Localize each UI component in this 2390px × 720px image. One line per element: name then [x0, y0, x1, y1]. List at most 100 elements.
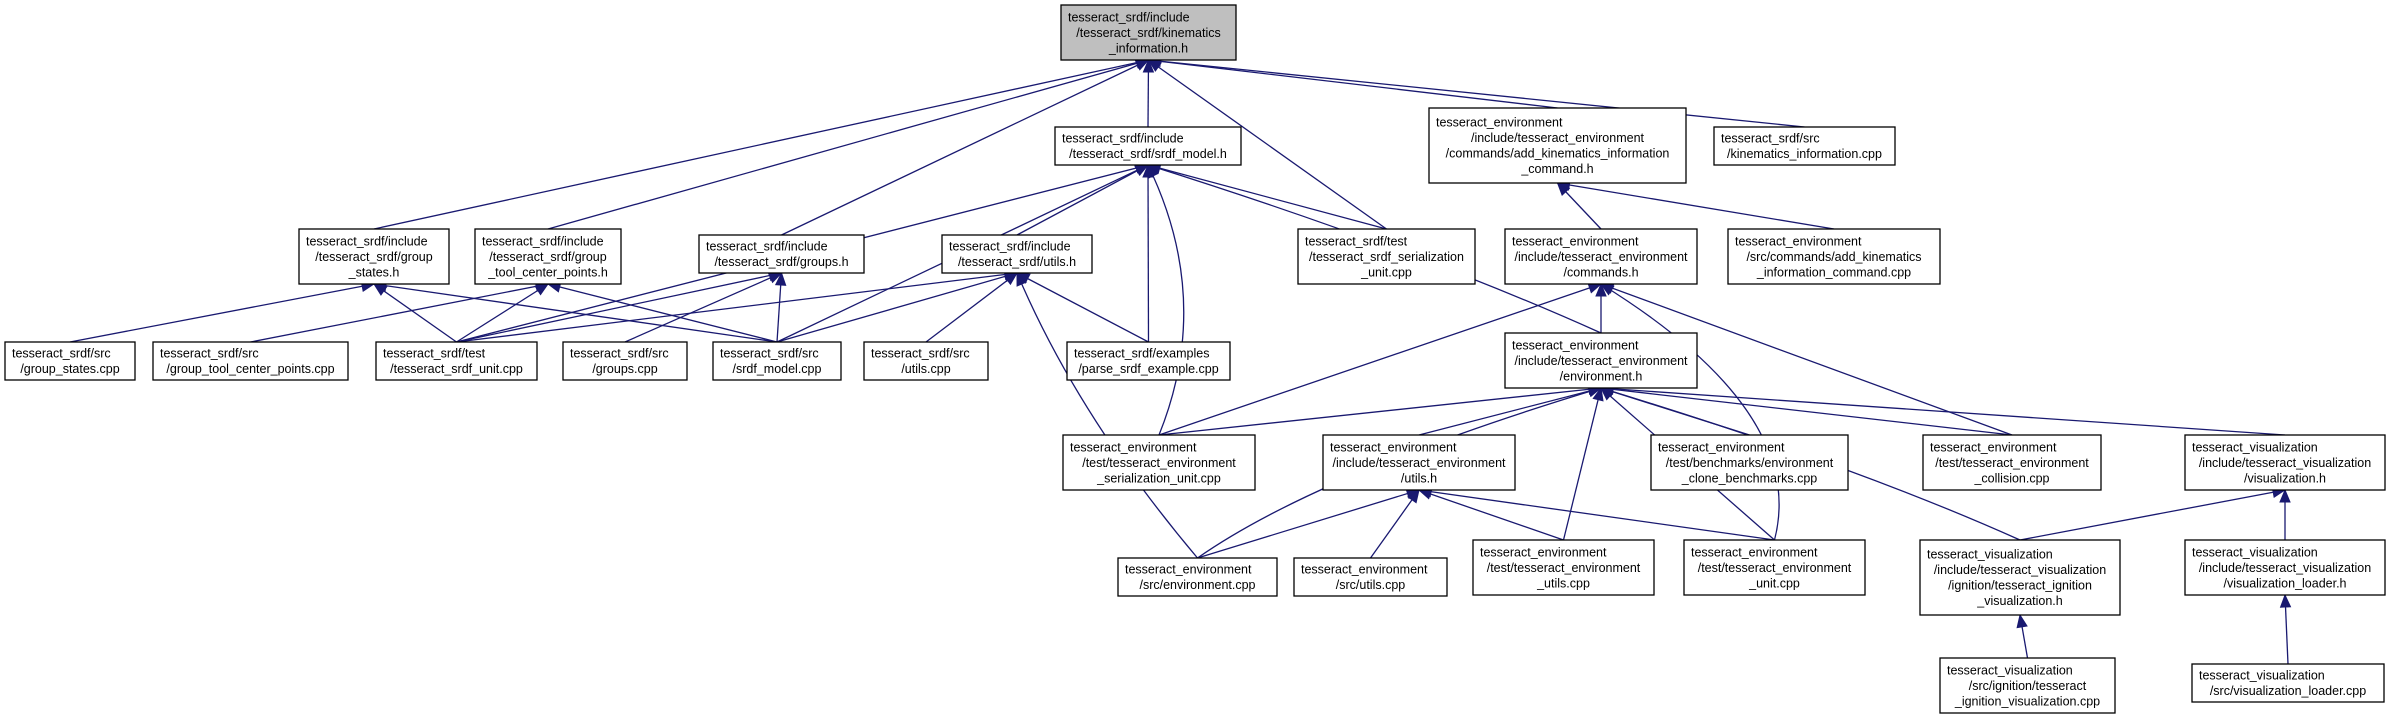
node-label-line: _serialization_unit.cpp: [1096, 471, 1221, 485]
node-label-line: tesseract_srdf/src: [570, 347, 669, 361]
node-group-states-cpp[interactable]: tesseract_srdf/src/group_states.cpp: [4, 341, 136, 381]
node-env-collision[interactable]: tesseract_environment/test/tesseract_env…: [1922, 434, 2102, 491]
node-label-line: _collision.cpp: [1973, 471, 2049, 485]
edge-utils_cpp-to-utils_h: [925, 272, 1019, 343]
node-box: [1117, 557, 1278, 597]
node-label-line: /utils.h: [1401, 471, 1437, 485]
node-clone-bench[interactable]: tesseract_environment/test/benchmarks/en…: [1650, 434, 1849, 491]
edge-line: [1016, 272, 1198, 559]
edge-srdf_unit-to-group_states_h: [372, 283, 457, 343]
node-box: [375, 341, 538, 381]
node-label-line: /tesseract_srdf/utils.h: [958, 255, 1076, 269]
node-box: [1472, 539, 1655, 596]
node-srdf-model-cpp[interactable]: tesseract_srdf/src/srdf_model.cpp: [712, 341, 842, 381]
edge-line: [1148, 59, 1558, 109]
edge-group_states_h-to-root: [373, 57, 1150, 230]
edge-env_serialization-to-environment_h: [1158, 383, 1603, 436]
node-label-line: /src/ignition/tesseract: [1969, 679, 2087, 693]
node-env-utils-h[interactable]: tesseract_environment/include/tesseract_…: [1322, 434, 1516, 491]
node-box: [1727, 228, 1941, 285]
node-box: [1922, 434, 2102, 491]
node-box: [941, 234, 1093, 274]
node-box: [698, 234, 865, 274]
node-ign-vis-h[interactable]: tesseract_visualization/include/tesserac…: [1919, 539, 2121, 616]
node-label-line: _information_command.cpp: [1756, 265, 1911, 279]
node-srdf-unit[interactable]: tesseract_srdf/test/tesseract_srdf_unit.…: [375, 341, 538, 381]
edge-commands_h-to-add_kin_cmd_h: [1556, 182, 1602, 230]
node-label-line: /parse_srdf_example.cpp: [1078, 362, 1218, 376]
node-groups-h[interactable]: tesseract_srdf/include/tesseract_srdf/gr…: [698, 234, 865, 274]
node-env-unit[interactable]: tesseract_environment/test/tesseract_env…: [1683, 539, 1866, 596]
edge-env_serialization-to-srdf_model_h: [1147, 163, 1185, 436]
node-label-line: _utils.cpp: [1536, 576, 1590, 590]
node-box: [863, 341, 989, 381]
node-label-line: _unit.cpp: [1748, 576, 1800, 590]
node-utils-h[interactable]: tesseract_srdf/include/tesseract_srdf/ut…: [941, 234, 1093, 274]
node-label-line: /include/tesseract_environment: [1514, 250, 1688, 264]
edge-line: [1147, 164, 1185, 436]
node-serialization-unit[interactable]: tesseract_srdf/test/tesseract_srdf_seria…: [1297, 228, 1476, 285]
node-label-line: /utils.cpp: [901, 362, 950, 376]
edge-line: [1418, 489, 1564, 541]
node-group-tcp-cpp[interactable]: tesseract_srdf/src/group_tool_center_poi…: [152, 341, 349, 381]
edge-line: [1557, 182, 1835, 230]
node-label-line: /tesseract_srdf/group: [489, 250, 606, 264]
node-ign-vis-cpp[interactable]: tesseract_visualization/src/ignition/tes…: [1939, 657, 2116, 714]
arrowhead-icon: [534, 283, 550, 296]
node-env-serialization[interactable]: tesseract_environment/test/tesseract_env…: [1062, 434, 1256, 491]
node-commands-h[interactable]: tesseract_environment/include/tesseract_…: [1504, 228, 1698, 285]
edge-add_kin_cmd_cpp-to-add_kin_cmd_h: [1556, 179, 1835, 230]
node-add-kin-cmd-h[interactable]: tesseract_environment/include/tesseract_…: [1428, 107, 1687, 184]
node-visualization-h[interactable]: tesseract_visualization/include/tesserac…: [2184, 434, 2386, 491]
edge-ign_vis_h-to-visualization_h: [2019, 486, 2287, 541]
node-root: tesseract_srdf/include/tesseract_srdf/ki…: [1060, 4, 1237, 61]
arrowhead-icon: [1016, 271, 1028, 287]
node-add-kin-cmd-cpp[interactable]: tesseract_environment/src/commands/add_k…: [1727, 228, 1941, 285]
node-label-line: _command.h: [1520, 162, 1593, 176]
node-environment-cpp[interactable]: tesseract_environment/src/environment.cp…: [1117, 557, 1278, 597]
node-vis-loader-cpp[interactable]: tesseract_visualization/src/visualizatio…: [2191, 663, 2385, 703]
node-label-line: tesseract_srdf/src: [12, 347, 111, 361]
node-utils-cpp[interactable]: tesseract_srdf/src/utils.cpp: [863, 341, 989, 381]
node-label-line: /src/environment.cpp: [1139, 578, 1255, 592]
edge-add_kin_cmd_h-to-root: [1147, 55, 1558, 109]
nodes-layer: tesseract_srdf/include/tesseract_srdf/ki…: [4, 4, 2386, 714]
edge-line: [1562, 387, 1602, 541]
node-label-line: /group_states.cpp: [20, 362, 119, 376]
node-group-states-h[interactable]: tesseract_srdf/include/tesseract_srdf/gr…: [298, 228, 450, 285]
node-label-line: tesseract_environment: [1658, 440, 1785, 454]
node-groups-cpp[interactable]: tesseract_srdf/src/groups.cpp: [562, 341, 688, 381]
node-label-line: tesseract_srdf/test: [383, 347, 486, 361]
node-label-line: /commands.h: [1563, 265, 1638, 279]
edge-environment_h-to-commands_h: [1595, 282, 1607, 334]
node-srdf-model-h[interactable]: tesseract_srdf/include/tesseract_srdf/sr…: [1054, 126, 1242, 166]
edge-line: [373, 283, 778, 343]
edge-line: [456, 272, 1018, 343]
node-label-line: tesseract_srdf/src: [160, 347, 259, 361]
arrowhead-icon: [1599, 283, 1615, 296]
node-vis-loader-h[interactable]: tesseract_visualization/include/tesserac…: [2184, 539, 2386, 596]
node-env-utils-unit[interactable]: tesseract_environment/test/tesseract_env…: [1472, 539, 1655, 596]
edge-vis_loader_cpp-to-vis_loader_h: [2279, 593, 2292, 665]
edge-parse_example-to-srdf_model_h: [1142, 163, 1154, 343]
node-label-line: tesseract_environment: [1301, 563, 1428, 577]
node-label-line: tesseract_srdf/include: [706, 240, 828, 254]
node-label-line: tesseract_environment: [1330, 440, 1457, 454]
node-environment-h[interactable]: tesseract_environment/include/tesseract_…: [1504, 332, 1698, 389]
edge-serialization_unit-to-srdf_model_h: [1146, 162, 1387, 230]
node-label-line: tesseract_environment: [1735, 234, 1862, 248]
node-label-line: /tesseract_srdf/srdf_model.h: [1069, 147, 1227, 161]
node-label-line: /groups.cpp: [592, 362, 657, 376]
edge-line: [1600, 387, 2013, 436]
node-box: [1504, 332, 1698, 389]
node-parse-example[interactable]: tesseract_srdf/examples/parse_srdf_examp…: [1066, 341, 1231, 381]
node-label-line: tesseract_visualization: [1927, 548, 2053, 562]
node-group-tcp-h[interactable]: tesseract_srdf/include/tesseract_srdf/gr…: [474, 228, 622, 285]
node-box: [562, 341, 688, 381]
node-env-utils-cpp[interactable]: tesseract_environment/src/utils.cpp: [1293, 557, 1448, 597]
node-kin-info-cpp[interactable]: tesseract_srdf/src/kinematics_informatio…: [1713, 126, 1896, 166]
node-label-line: /src/commands/add_kinematics: [1746, 250, 1921, 264]
edge-env_unit-to-commands_h: [1599, 283, 1780, 541]
node-label-line: /include/tesseract_environment: [1514, 354, 1688, 368]
node-label-line: tesseract_environment: [1691, 545, 1818, 559]
